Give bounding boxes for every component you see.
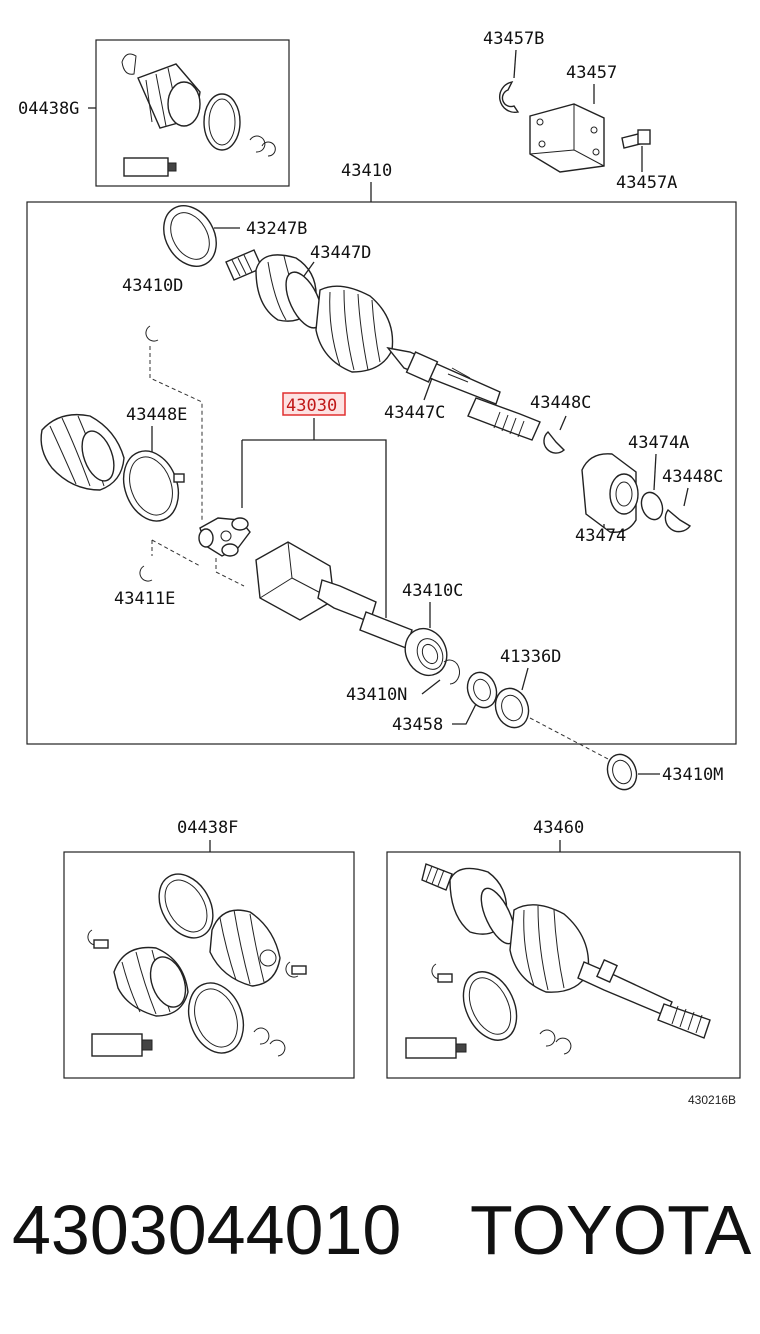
label-43411E: 43411E — [114, 589, 175, 609]
bearing-bracket-group: 43457B 43457 43457A — [483, 29, 677, 193]
label-43410D: 43410D — [122, 276, 183, 296]
outer-joint-kit-43460 — [386, 851, 741, 1079]
label-43458: 43458 — [392, 715, 443, 735]
label-43447C: 43447C — [384, 403, 445, 423]
label-43448C-lower: 43448C — [662, 467, 723, 487]
inner-boot-group — [40, 413, 185, 522]
label-43474A: 43474A — [628, 433, 689, 453]
boot-kit-04438g — [88, 39, 290, 187]
snap-ring-43410n — [443, 659, 460, 685]
label-43410N: 43410N — [346, 685, 407, 705]
label-43448E: 43448E — [126, 405, 187, 425]
damper-group — [581, 453, 692, 533]
label-43457B: 43457B — [483, 29, 544, 49]
label-43448C-upper: 43448C — [530, 393, 591, 413]
label-43447D: 43447D — [310, 243, 371, 263]
parts-diagram: 04438G 43457B 43457 43457A 43410 — [18, 29, 741, 1107]
inner-housing-shaft — [255, 541, 448, 677]
label-04438G: 04438G — [18, 99, 79, 119]
label-43030: 43030 — [286, 396, 337, 416]
boot-kit-04438f — [63, 851, 355, 1079]
part-number: 4303044010 — [12, 1191, 402, 1269]
brand-name: TOYOTA — [470, 1191, 752, 1269]
label-43410: 43410 — [341, 161, 392, 181]
figure-code: 430216B — [688, 1093, 736, 1107]
label-43410C: 43410C — [402, 581, 463, 601]
label-43457A: 43457A — [616, 173, 677, 193]
snap-ring-43411e — [139, 565, 153, 582]
highlight-box-43030 — [282, 392, 346, 416]
label-43457: 43457 — [566, 63, 617, 83]
rings-41336d-43458 — [466, 671, 530, 729]
snap-ring-43410d — [145, 325, 159, 342]
label-43474: 43474 — [575, 526, 626, 546]
label-43410M: 43410M — [662, 765, 723, 785]
label-43247B: 43247B — [246, 219, 307, 239]
seal-43410m — [606, 753, 638, 791]
label-04438F: 04438F — [177, 818, 238, 838]
footer: 4303044010 TOYOTA — [0, 1180, 760, 1290]
label-41336D: 41336D — [500, 647, 561, 667]
clamp-43448c-upper — [543, 430, 566, 454]
outer-joint-shaft — [163, 205, 541, 441]
main-assembly-box — [26, 201, 737, 745]
tripod-joint — [198, 517, 251, 557]
label-43460: 43460 — [533, 818, 584, 838]
